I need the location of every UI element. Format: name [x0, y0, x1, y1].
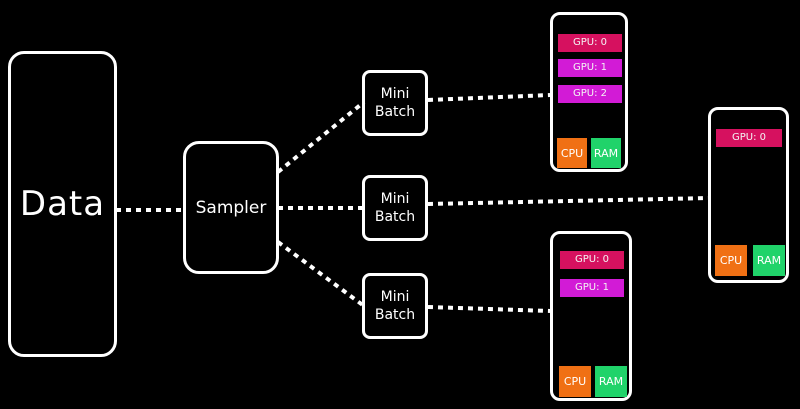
machine-1: GPU: 0 GPU: 1 GPU: 2 CPU RAM [550, 12, 628, 172]
sampler-node: Sampler [183, 141, 279, 274]
machine-3-cpu-chip: CPU [559, 366, 591, 397]
machine-2-gpu-0: GPU: 0 [716, 129, 782, 147]
mini-batch-3-line1: Mini [380, 289, 410, 305]
machine-1-gpu-2: GPU: 2 [558, 85, 622, 103]
machine-1-gpu-0: GPU: 0 [558, 34, 622, 52]
machine-1-gpu-1: GPU: 1 [558, 59, 622, 77]
mini-batch-3: Mini Batch [362, 273, 428, 339]
connector-minibatch-2-machine-2 [427, 196, 711, 206]
data-node: Data [8, 51, 117, 357]
connector-sampler-minibatch-3 [276, 240, 366, 308]
sampler-label: Sampler [195, 197, 267, 218]
machine-3-gpu-1: GPU: 1 [560, 279, 624, 297]
machine-2: GPU: 0 CPU RAM [708, 107, 789, 283]
machine-2-cpu-chip: CPU [715, 245, 747, 276]
mini-batch-3-line2: Batch [374, 307, 416, 323]
mini-batch-1-line2: Batch [374, 104, 416, 120]
connector-minibatch-3-machine-3 [427, 305, 551, 313]
mini-batch-2-line2: Batch [374, 209, 416, 225]
machine-1-ram-chip: RAM [591, 138, 621, 168]
mini-batch-2: Mini Batch [362, 175, 428, 241]
mini-batch-2-line1: Mini [380, 191, 410, 207]
connector-sampler-minibatch-1 [276, 100, 366, 174]
machine-3: GPU: 0 GPU: 1 CPU RAM [550, 231, 632, 401]
mini-batch-1: Mini Batch [362, 70, 428, 136]
connector-minibatch-1-machine-1 [427, 93, 551, 102]
data-label: Data [19, 184, 106, 224]
mini-batch-1-line1: Mini [380, 86, 410, 102]
machine-2-ram-chip: RAM [753, 245, 785, 276]
machine-3-gpu-0: GPU: 0 [560, 251, 624, 269]
machine-1-cpu-chip: CPU [557, 138, 587, 168]
machine-3-ram-chip: RAM [595, 366, 627, 397]
